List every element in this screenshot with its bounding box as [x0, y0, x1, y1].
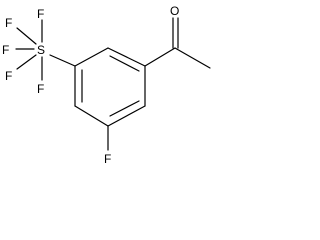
atom-labels: O S F F F F F F — [2, 4, 179, 166]
sf5-fluorine-top: F — [37, 7, 44, 21]
sf5-fluorine-bottom: F — [37, 82, 44, 96]
ring-bond-top-right — [107, 47, 146, 67]
sulfur-ring-bond — [49, 54, 76, 67]
molecule-drawing: O S F F F F F F — [2, 4, 211, 166]
structure-canvas: O S F F F F F F — [0, 0, 217, 176]
ring-bond-bottom-right — [107, 105, 146, 127]
ring-double-bond-top-right — [109, 55, 140, 72]
ring-bond-bottom-left — [74, 105, 109, 127]
acetyl-bond — [144, 47, 176, 67]
sulfur-label: S — [37, 43, 45, 57]
bonds — [15, 17, 211, 151]
ring-double-bond-bottom-right — [109, 100, 140, 117]
sf5-fluorine-upper-left: F — [5, 16, 12, 30]
methyl-bond — [174, 47, 211, 69]
fluorine-ring-label: F — [104, 152, 111, 166]
oxygen-label: O — [170, 4, 179, 18]
sf-bond-upper-left — [16, 27, 37, 45]
sf5-fluorine-lower-left: F — [5, 69, 12, 83]
ring-bond-top-left — [74, 47, 109, 67]
sf-bond-lower-left — [16, 54, 37, 70]
sf5-fluorine-left: F — [2, 43, 9, 57]
